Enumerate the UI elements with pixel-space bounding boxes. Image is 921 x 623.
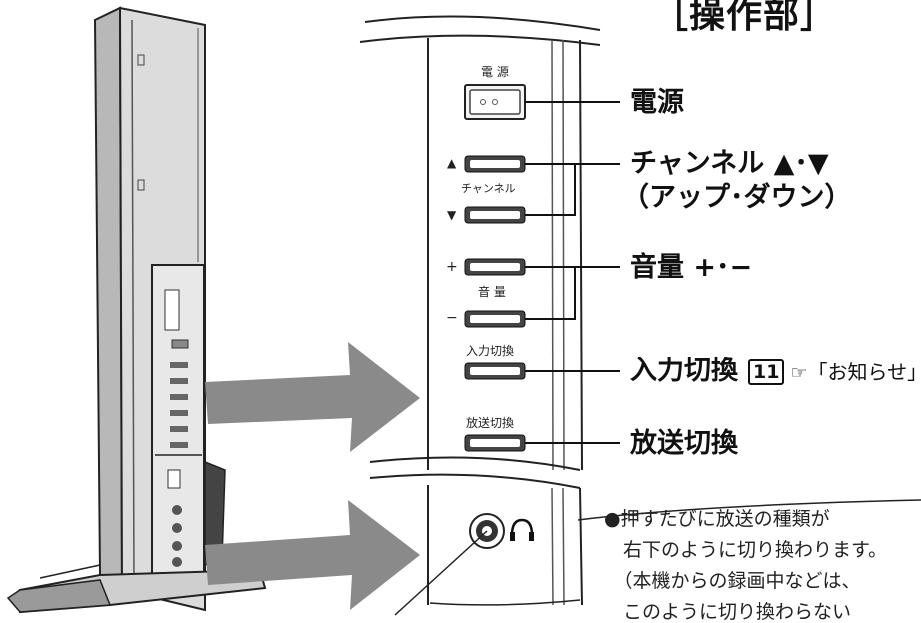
pointer-arrow-lower bbox=[205, 500, 420, 610]
volume-up-button bbox=[465, 259, 525, 275]
page-ref-badge: 11 bbox=[748, 359, 784, 385]
callout-volume: 音量 +･− bbox=[630, 254, 752, 281]
channel-down-mark: ▼ bbox=[447, 209, 456, 221]
input-switch-button bbox=[465, 363, 525, 379]
note-line-4: このように切り換わらない bbox=[604, 603, 851, 622]
headphone-icon bbox=[510, 520, 534, 541]
channel-up-mark: ▲ bbox=[447, 157, 456, 169]
note-line-2: 右下のように切り換わります。 bbox=[604, 541, 887, 560]
callout-input-note: 「お知らせ」 bbox=[808, 360, 921, 384]
volume-minus-mark: − bbox=[446, 311, 458, 325]
volume-down-button bbox=[465, 311, 525, 327]
power-button bbox=[465, 85, 525, 119]
tv-side-illustration bbox=[8, 8, 265, 612]
channel-down-button bbox=[465, 207, 525, 223]
callout-broadcast: 放送切換 bbox=[630, 430, 738, 457]
pointing-hand-icon: ☞ bbox=[790, 362, 807, 384]
input-label: 入力切換 bbox=[466, 345, 514, 357]
page-title: ［操作部］ bbox=[652, 0, 837, 34]
callout-channel: チャンネル ▲･▼ bbox=[630, 150, 829, 177]
callout-input-label: 入力切換 bbox=[630, 357, 738, 385]
broadcast-switch-button bbox=[465, 435, 525, 451]
pointer-arrow-upper bbox=[205, 342, 420, 452]
callout-lines bbox=[525, 102, 620, 443]
callout-input: 入力切換 11 ☞「お知らせ」 bbox=[630, 357, 921, 385]
callout-channel-sub: （アップ･ダウン） bbox=[622, 184, 852, 211]
broadcast-label: 放送切換 bbox=[466, 417, 514, 429]
channel-up-button bbox=[465, 156, 525, 172]
note-line-3: （本機からの録画中などは、 bbox=[604, 572, 861, 591]
callout-power: 電源 bbox=[630, 89, 684, 116]
volume-label: 音 量 bbox=[478, 286, 506, 298]
note-line-1: ●押すたびに放送の種類が bbox=[604, 510, 830, 529]
power-label: 電 源 bbox=[481, 66, 509, 78]
volume-plus-mark: + bbox=[446, 260, 458, 274]
channel-label: チャンネル bbox=[461, 183, 516, 194]
